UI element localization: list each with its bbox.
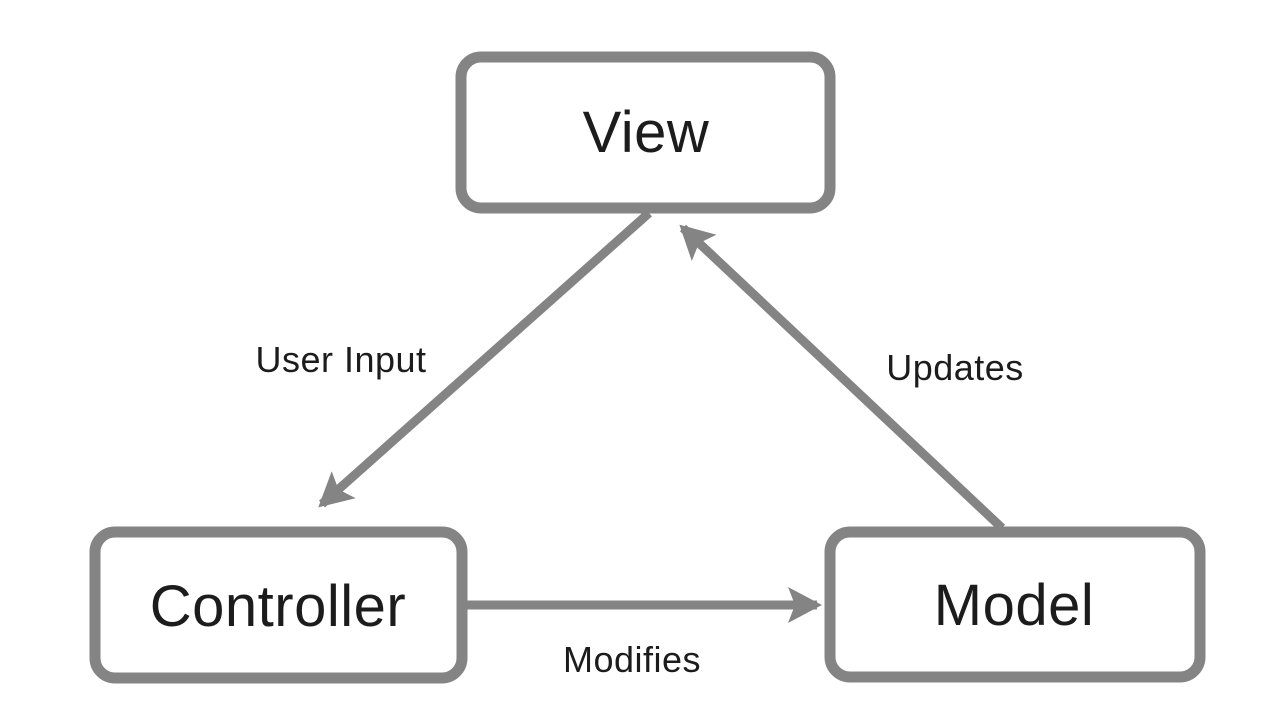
edge-model-to-view [679,224,1006,532]
node-controller-box [89,526,468,684]
edge-label-modifies: Modifies [563,639,701,680]
node-model-box [824,526,1206,683]
edge-view-to-controller [318,209,652,508]
node-view-label: View [583,100,710,165]
edge-label-user-input: User Input [255,339,426,380]
node-controller-label: Controller [150,574,406,639]
node-model-label: Model [934,573,1094,638]
edge-label-updates: Updates [886,347,1024,388]
node-view-box [455,51,836,214]
